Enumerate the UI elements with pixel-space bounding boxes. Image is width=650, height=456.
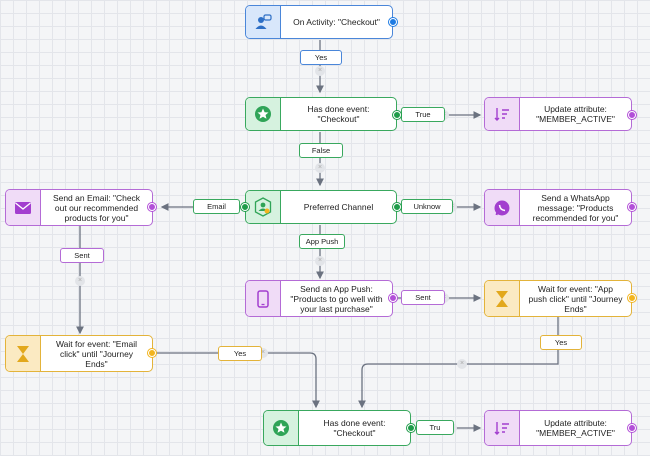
- node-label: Send an Email: "Check out our recommende…: [52, 192, 141, 223]
- edge-label-unknown[interactable]: Unknow: [401, 199, 453, 214]
- delete-edge-icon[interactable]: ×: [315, 163, 325, 173]
- hourglass-icon: [6, 336, 41, 371]
- output-port[interactable]: [393, 203, 401, 211]
- node-has-done-event[interactable]: Has done event: "Checkout": [245, 97, 397, 131]
- output-port[interactable]: [628, 294, 636, 302]
- node-update-attribute[interactable]: Update attribute: "MEMBER_ACTIVE": [484, 97, 632, 131]
- node-label: Send an App Push: "Products to go well w…: [290, 283, 383, 314]
- output-port[interactable]: [389, 294, 397, 302]
- delete-edge-icon[interactable]: ×: [258, 348, 268, 358]
- edge-label-app-push[interactable]: App Push: [299, 234, 345, 249]
- output-port[interactable]: [393, 111, 401, 119]
- edge-label-yes[interactable]: Yes: [218, 346, 262, 361]
- output-port[interactable]: [628, 424, 636, 432]
- node-on-activity[interactable]: On Activity: "Checkout": [245, 5, 393, 39]
- node-label: Update attribute: "MEMBER_ACTIVE": [536, 418, 615, 438]
- envelope-icon: [6, 190, 41, 225]
- delete-edge-icon[interactable]: ×: [75, 276, 85, 286]
- output-port[interactable]: [241, 203, 249, 211]
- node-label: Wait for event: "App push click" until "…: [528, 283, 623, 314]
- delete-edge-icon[interactable]: ×: [315, 256, 325, 266]
- edge-label-sent[interactable]: Sent: [60, 248, 104, 263]
- output-port[interactable]: [389, 18, 397, 26]
- sort-attribute-icon: [485, 98, 520, 130]
- node-wait-app-push[interactable]: Wait for event: "App push click" until "…: [484, 280, 632, 317]
- node-label: Has done event: "Checkout": [307, 104, 370, 124]
- star-icon: [246, 98, 281, 130]
- node-send-app-push[interactable]: Send an App Push: "Products to go well w…: [245, 280, 393, 317]
- edge-label-true[interactable]: Tru: [416, 420, 454, 435]
- output-port[interactable]: [628, 203, 636, 211]
- edge-label-sent[interactable]: Sent: [401, 290, 445, 305]
- output-port[interactable]: [148, 349, 156, 357]
- sort-attribute-icon: [485, 411, 520, 445]
- output-port[interactable]: [407, 424, 415, 432]
- node-preferred-channel[interactable]: Preferred Channel: [245, 190, 397, 224]
- output-port[interactable]: [148, 203, 156, 211]
- mobile-phone-icon: [246, 281, 281, 316]
- delete-edge-icon[interactable]: ×: [457, 359, 467, 369]
- node-wait-email[interactable]: Wait for event: "Email click" until "Jou…: [5, 335, 153, 372]
- edge-label-yes[interactable]: Yes: [300, 50, 342, 65]
- node-has-done-event[interactable]: Has done event: "Checkout": [263, 410, 411, 446]
- node-label: Preferred Channel: [303, 202, 374, 212]
- node-update-attribute[interactable]: Update attribute: "MEMBER_ACTIVE": [484, 410, 632, 446]
- edge-label-yes[interactable]: Yes: [540, 335, 582, 350]
- user-chat-icon: [246, 6, 281, 38]
- delete-edge-icon[interactable]: ×: [315, 66, 325, 76]
- output-port[interactable]: [628, 111, 636, 119]
- hourglass-icon: [485, 281, 520, 316]
- edge-label-email[interactable]: Email: [193, 199, 240, 214]
- star-icon: [264, 411, 299, 445]
- node-label: Send a WhatsApp message: "Products recom…: [532, 192, 619, 223]
- edge-label-false[interactable]: False: [299, 143, 343, 158]
- node-label: On Activity: "Checkout": [293, 17, 380, 27]
- node-send-email[interactable]: Send an Email: "Check out our recommende…: [5, 189, 153, 226]
- node-label: Has done event: "Checkout": [323, 418, 386, 438]
- node-label: Update attribute: "MEMBER_ACTIVE": [536, 104, 615, 124]
- node-send-whatsapp[interactable]: Send a WhatsApp message: "Products recom…: [484, 189, 632, 226]
- channel-user-icon: [246, 191, 281, 223]
- node-label: Wait for event: "Email click" until "Jou…: [55, 338, 138, 369]
- edge-label-true[interactable]: True: [401, 107, 445, 122]
- whatsapp-icon: [485, 190, 520, 225]
